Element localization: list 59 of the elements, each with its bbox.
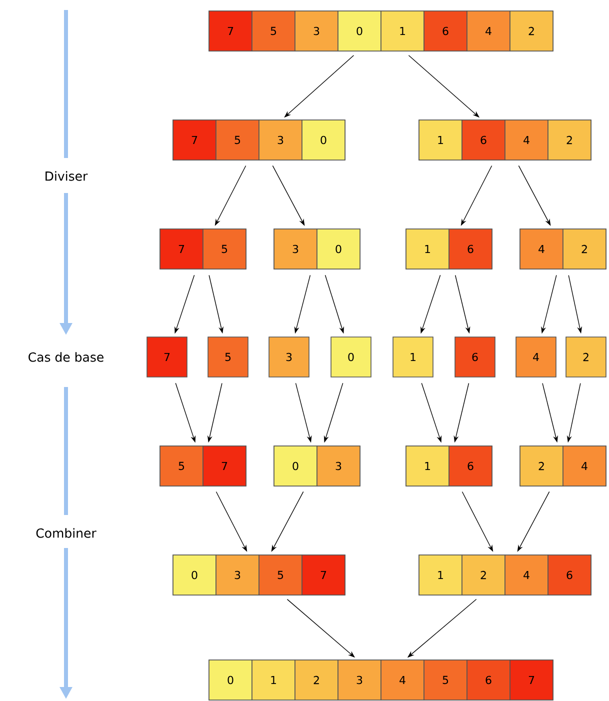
number-cell: 2 [548, 120, 592, 160]
number-cell: 4 [466, 10, 510, 52]
number-cell: 5 [252, 10, 296, 52]
number-cell: 3 [338, 660, 382, 700]
number-cell: 0 [338, 10, 382, 52]
number-cell: 4 [520, 228, 564, 270]
number-cell: 4 [380, 660, 424, 700]
number-cell: 7 [302, 554, 346, 596]
number-cell: 3 [258, 120, 302, 160]
number-cell: 1 [252, 660, 296, 700]
number-cell: 5 [424, 660, 468, 700]
number-cell: 6 [466, 660, 510, 700]
number-cell: 4 [562, 446, 606, 486]
number-cell: 6 [454, 336, 496, 378]
number-cell: 0 [330, 336, 372, 378]
number-cell: 0 [172, 554, 216, 596]
number-cell: 2 [566, 336, 606, 378]
number-cell: 2 [510, 10, 554, 52]
number-cell: 7 [160, 228, 204, 270]
number-cell: 5 [202, 228, 246, 270]
number-cell: 6 [548, 554, 592, 596]
number-cell: 1 [406, 228, 450, 270]
number-cell: 6 [448, 446, 492, 486]
number-cell: 2 [520, 446, 564, 486]
number-cell: 6 [462, 120, 506, 160]
stage-label: Diviser [46, 171, 88, 181]
number-cell: 5 [160, 446, 204, 486]
number-cell: 6 [448, 228, 492, 270]
number-cell: 7 [510, 660, 554, 700]
number-cell: 4 [504, 554, 548, 596]
number-cell: 1 [418, 120, 462, 160]
number-cell: 7 [146, 336, 188, 378]
stage-label: Combiner [36, 528, 96, 538]
number-cell: 5 [258, 554, 302, 596]
number-cell: 0 [274, 446, 318, 486]
number-cell: 7 [202, 446, 246, 486]
number-cell: 3 [274, 228, 318, 270]
number-cell: 1 [392, 336, 434, 378]
number-cell: 2 [294, 660, 338, 700]
number-cell: 2 [462, 554, 506, 596]
number-cell: 7 [172, 120, 216, 160]
number-cell: 6 [424, 10, 468, 52]
number-cell: 4 [504, 120, 548, 160]
number-cell: 3 [294, 10, 338, 52]
number-cell: 2 [562, 228, 606, 270]
number-cell: 4 [516, 336, 556, 378]
number-cell: 1 [418, 554, 462, 596]
number-cell: 0 [302, 120, 346, 160]
number-cell: 3 [316, 446, 360, 486]
number-cell: 5 [208, 336, 248, 378]
number-cell: 1 [380, 10, 424, 52]
number-cell: 0 [208, 660, 252, 700]
number-cell: 0 [316, 228, 360, 270]
number-cell: 3 [216, 554, 260, 596]
number-cell: 7 [208, 10, 252, 52]
number-cell: 1 [406, 446, 450, 486]
number-cell: 5 [216, 120, 260, 160]
number-cell: 3 [268, 336, 310, 378]
stage-label: Cas de base [28, 352, 104, 362]
